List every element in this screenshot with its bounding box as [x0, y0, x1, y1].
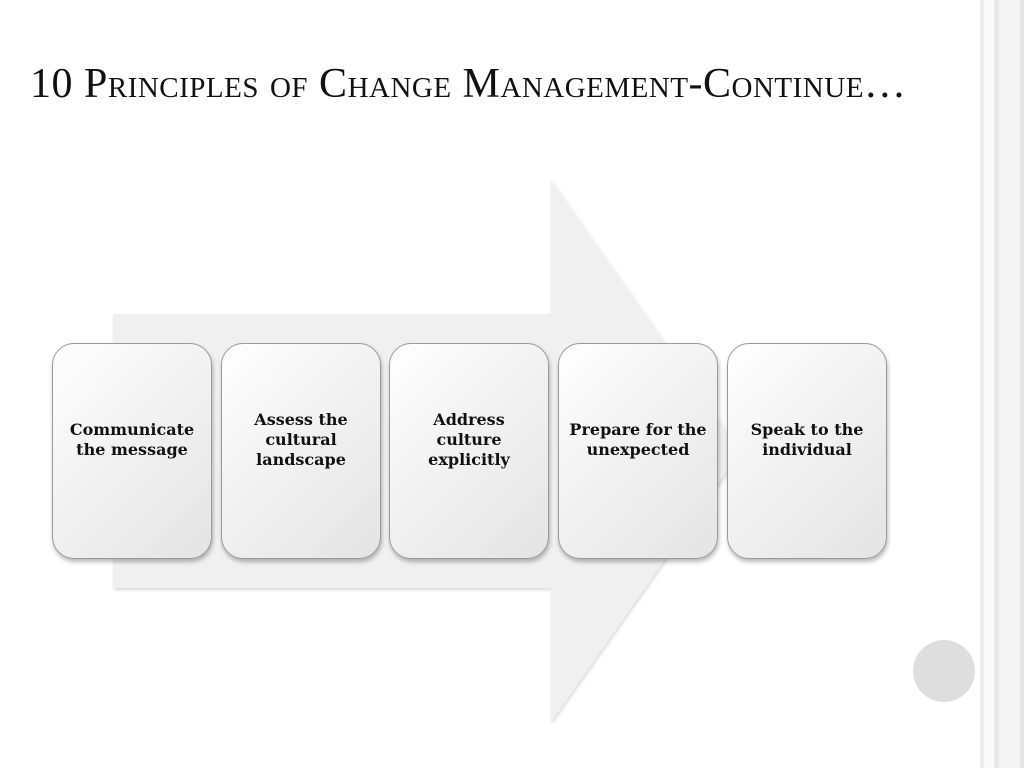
step-box-assess: Assess the cultural landscape — [221, 343, 381, 559]
step-box-prepare: Prepare for the unexpected — [558, 343, 718, 559]
slide-title: 10 Principles of Change Management-Conti… — [30, 61, 907, 107]
slide-nav-circle[interactable] — [913, 640, 975, 702]
step-box-speak: Speak to the individual — [727, 343, 887, 559]
step-box-address: Address culture explicitly — [389, 343, 549, 559]
step-label: Prepare for the unexpected — [569, 420, 707, 459]
step-label: Speak to the individual — [750, 420, 864, 459]
step-label: Assess the cultural landscape — [254, 410, 348, 469]
step-label: Address culture explicitly — [428, 410, 510, 469]
step-label: Communicate the message — [69, 420, 195, 459]
step-box-communicate: Communicate the message — [52, 343, 212, 559]
slide-edge-decoration — [980, 0, 1024, 768]
